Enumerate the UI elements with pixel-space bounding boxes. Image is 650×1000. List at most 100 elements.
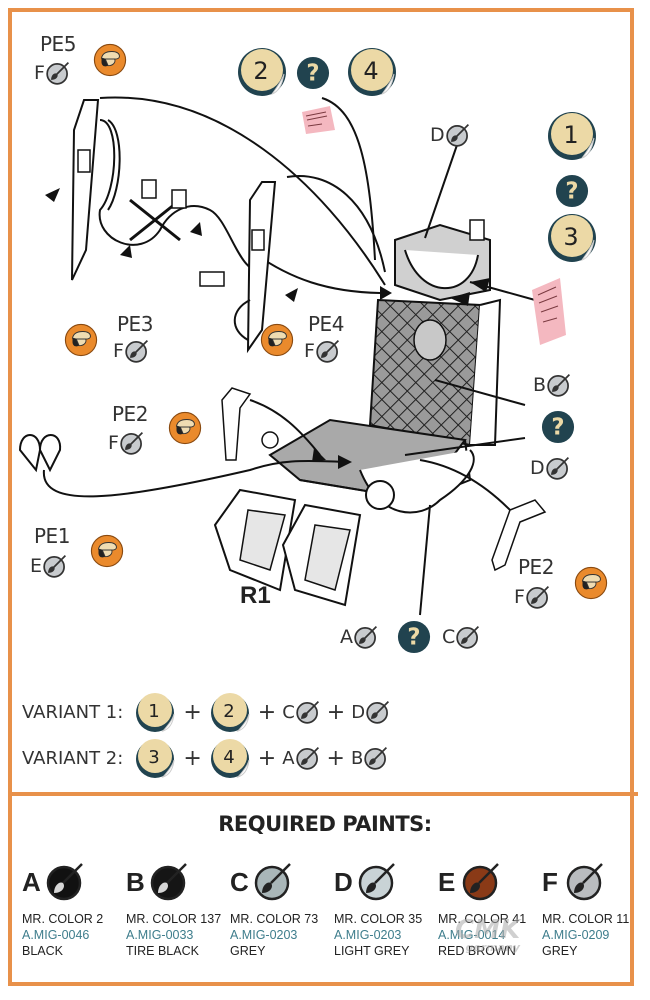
paint-item-b: B MR. COLOR 137 A.MIG-0033 TIRE BLACK [126, 862, 228, 958]
photo-etch-icon [93, 43, 127, 77]
part-label-pe3: PE3 [117, 312, 153, 336]
decal-sticker-icon: 1 [136, 693, 175, 732]
paint-letter: A [340, 626, 353, 648]
decal-sticker-icon: 2 [210, 693, 250, 732]
photo-etch-icon [64, 323, 98, 357]
paint-brush-icon [455, 624, 481, 650]
paint-letter: B [533, 374, 547, 396]
paint-callout-pe1: E [30, 553, 68, 579]
paint-item-f: F MR. COLOR 11 A.MIG-0209 GREY [542, 862, 644, 958]
decal-sticker-icon: 3 [136, 739, 175, 778]
paint-letter: E [438, 866, 456, 897]
decal-sticker-1: 1 [548, 112, 596, 160]
mr-color-code: MR. COLOR 2 [22, 912, 104, 926]
photo-etch-icon [260, 323, 294, 357]
section-divider [8, 792, 638, 796]
photo-etch-icon [90, 534, 124, 568]
instruction-frame [8, 8, 634, 986]
paint-letter: B [350, 747, 364, 769]
paint-brush-icon [363, 745, 389, 771]
paint-letter: D [334, 866, 353, 897]
variant-label: VARIANT 2: [22, 747, 124, 769]
paint-brush-icon [353, 624, 379, 650]
paint-list: A MR. COLOR 2 A.MIG-0046 BLACK B MR. COL… [22, 862, 646, 958]
question-badge-icon [296, 56, 330, 90]
decal-stencil-right [532, 278, 566, 345]
paint-letter: A [282, 747, 295, 769]
svg-text:2: 2 [223, 701, 234, 722]
paint-callout-pe4: F [304, 338, 341, 364]
question-badge-icon [541, 410, 575, 444]
paint-brush-icon [42, 553, 68, 579]
paint-brush-icon [365, 699, 391, 725]
paint-name: GREY [230, 944, 266, 958]
paint-brush-icon [124, 338, 150, 364]
paint-brush-icon [295, 699, 321, 725]
question-badge-icon [397, 620, 431, 654]
paint-letter: C [230, 866, 249, 897]
paint-callout-bottom-right: C [442, 624, 481, 650]
paint-letter: D [530, 457, 545, 479]
seat-line-art [18, 96, 566, 616]
mig-code: A.MIG-0203 [334, 928, 402, 942]
variant-row-2: VARIANT 2: 3 + 4 + A + B [22, 738, 389, 778]
paint-name: BLACK [22, 944, 63, 958]
mig-code: A.MIG-0203 [230, 928, 298, 942]
svg-text:1: 1 [149, 701, 160, 722]
svg-text:4: 4 [223, 747, 234, 768]
paint-item-a: A MR. COLOR 2 A.MIG-0046 BLACK [22, 862, 124, 958]
photo-etch-icon [574, 566, 608, 600]
paint-item-e: E MR. COLOR 41 A.MIG-0014 RED BROWN [438, 862, 540, 958]
part-label-pe2-right: PE2 [518, 555, 554, 579]
paint-letter: C [282, 701, 295, 723]
required-paints-title: REQUIRED PAINTS: [218, 812, 432, 836]
paint-letter: F [108, 432, 119, 454]
mig-code: A.MIG-0014 [438, 928, 506, 942]
paint-callout-seat-cushion: D [530, 455, 571, 481]
paint-swatch-icon [462, 863, 499, 901]
decal-stencil-top [302, 106, 335, 134]
paint-letter: E [30, 555, 43, 577]
part-label-pe2-left: PE2 [112, 402, 148, 426]
mr-color-code: MR. COLOR 137 [126, 912, 222, 926]
part-label-pe1: PE1 [34, 524, 70, 548]
mr-color-code: MR. COLOR 35 [334, 912, 423, 926]
paint-callout-pe3: F [113, 338, 150, 364]
part-label-r1: R1 [240, 582, 271, 609]
mig-code: A.MIG-0033 [126, 928, 194, 942]
paint-swatch-icon [150, 863, 187, 901]
variant-row-1: VARIANT 1: 1 + 2 + C + D [22, 692, 391, 732]
watermark-subtext: germany [465, 941, 521, 954]
paint-brush-icon [295, 745, 321, 771]
paint-letter: D [430, 124, 445, 146]
paint-brush-icon [525, 584, 551, 610]
paint-swatch-icon [254, 863, 291, 901]
decal-sticker-2: 2 [238, 48, 286, 96]
mr-color-code: MR. COLOR 73 [230, 912, 319, 926]
svg-text:3: 3 [563, 223, 578, 251]
paint-letter: D [351, 701, 366, 723]
variant-label: VARIANT 1: [22, 701, 124, 723]
paint-letter: C [442, 626, 456, 648]
paint-letter: F [304, 340, 315, 362]
question-badge-icon [555, 174, 589, 208]
decal-sticker-4: 4 [348, 48, 396, 96]
watermark-text: CMK [455, 915, 521, 945]
mr-color-code: MR. COLOR 11 [542, 912, 630, 926]
paint-brush-icon [119, 430, 145, 456]
paint-letter: F [113, 340, 124, 362]
part-label-pe4: PE4 [308, 312, 344, 336]
svg-text:4: 4 [363, 57, 378, 85]
part-label-pe5: PE5 [40, 32, 76, 56]
paint-swatch-icon [46, 863, 83, 901]
paint-item-c: C MR. COLOR 73 A.MIG-0203 GREY [230, 862, 332, 958]
paint-brush-icon [45, 60, 71, 86]
paint-letter: B [126, 866, 145, 897]
paint-callout-seat-back: B [533, 372, 572, 398]
paint-brush-icon [545, 455, 571, 481]
paint-brush-icon [445, 122, 471, 148]
paint-callout-headrest: D [430, 122, 471, 148]
paint-callout-pe5: F [34, 60, 71, 86]
photo-etch-icon [168, 411, 202, 445]
paint-name: GREY [542, 944, 578, 958]
